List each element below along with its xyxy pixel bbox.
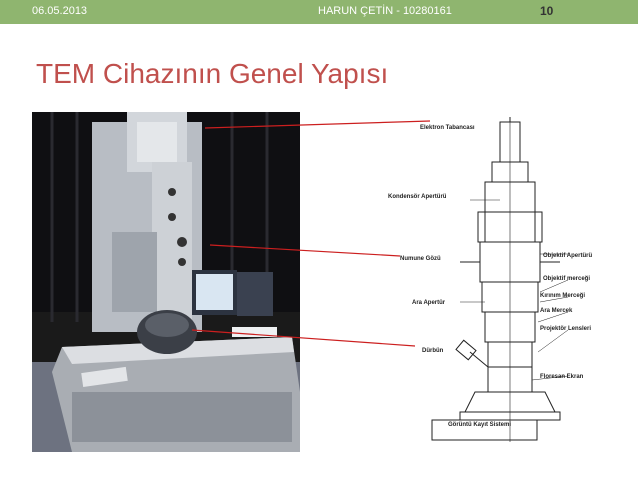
slide-page-number: 10 [540, 4, 554, 18]
label-diffraction-lens: Kırınım Merceği [540, 293, 585, 299]
label-condenser-aperture: Kondensör Apertürü [388, 194, 447, 200]
label-objective-aperture: Objektif Apertürü [543, 253, 592, 259]
header-bar: 06.05.2013 HARUN ÇETİN - 10280161 10 [0, 0, 638, 24]
label-electron-gun: Elektron Tabancası [420, 125, 475, 131]
label-binocular: Dürbün [422, 348, 444, 354]
tem-photo [32, 112, 300, 452]
label-intermediate-lens: Ara Mercek [540, 308, 573, 314]
slide-date: 06.05.2013 [32, 5, 88, 17]
label-projector-lenses: Projektör Lensleri [540, 326, 591, 332]
slide-author: HARUN ÇETİN - 10280161 [318, 5, 452, 17]
label-specimen-chamber: Numune Gözü [400, 256, 441, 262]
label-intermediate-aperture: Ara Apertür [412, 300, 446, 306]
label-objective-lens: Objektif merceği [543, 276, 590, 282]
slide-title: TEM Cihazının Genel Yapısı [36, 58, 389, 89]
label-imaging-system: Görüntü Kayıt Sistemi [448, 422, 511, 428]
tem-schematic: Elektron Tabancası Kondensör Apertürü Nu… [388, 117, 592, 442]
label-fluorescent-screen: Floresan Ekran [540, 374, 584, 380]
